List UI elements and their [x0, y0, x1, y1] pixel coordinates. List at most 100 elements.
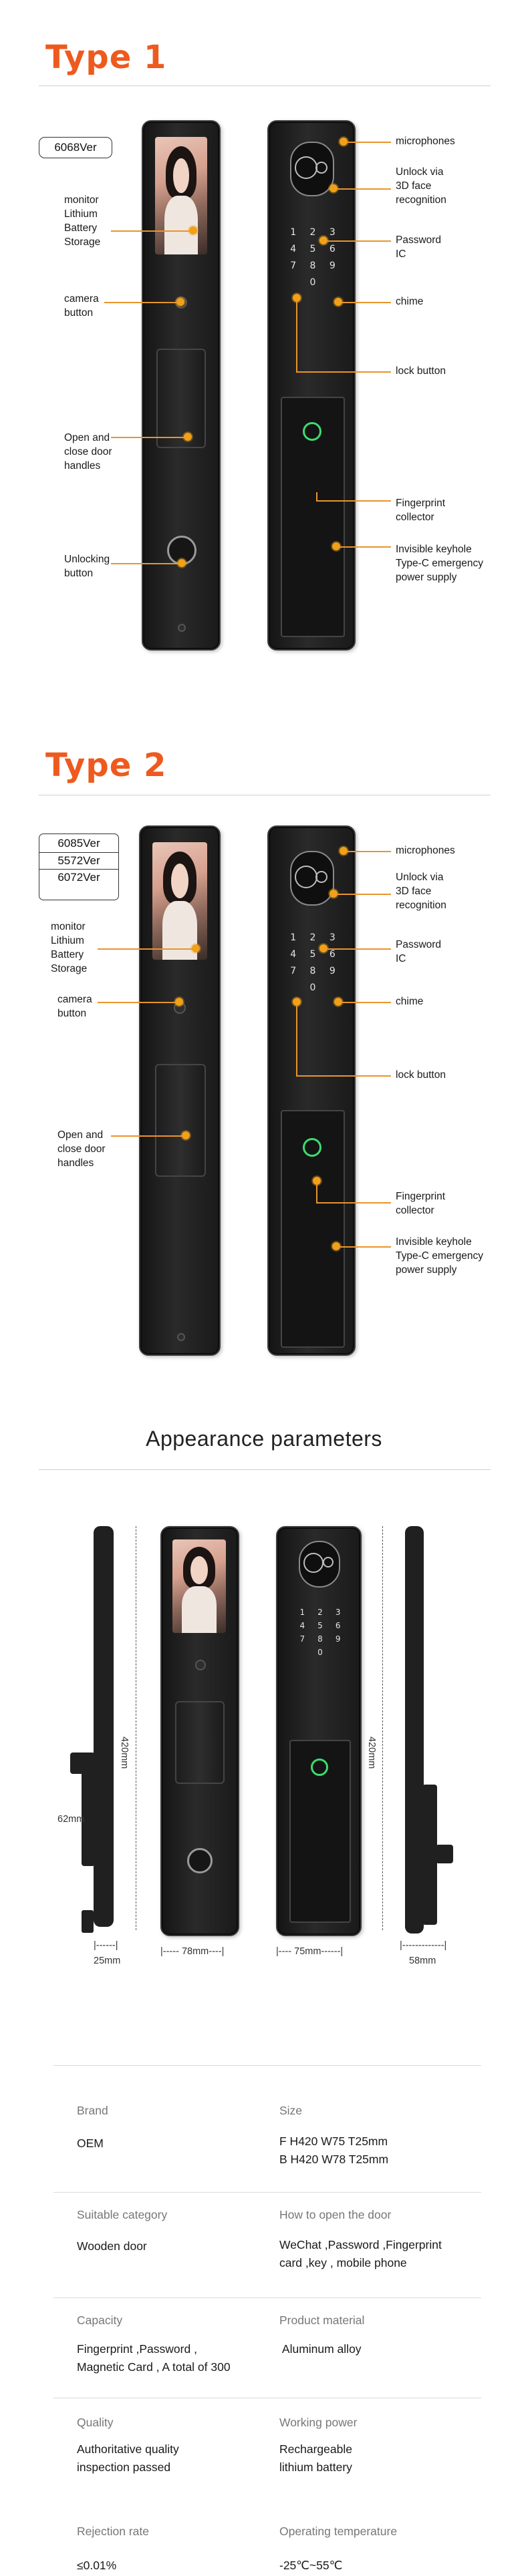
callout-dot [313, 1177, 321, 1185]
spec-head-brand: Brand [77, 2104, 108, 2117]
fingerprint-window [289, 1740, 351, 1923]
callout-dot [189, 226, 197, 234]
divider [39, 85, 491, 86]
callout-dot [293, 294, 301, 302]
callout-dot [176, 298, 184, 306]
dim-58mm: 58mm [409, 1956, 436, 1966]
label-keyhole: Invisible keyhole Type-C emergency power… [396, 544, 483, 583]
label-password-ic: Password IC [396, 234, 442, 260]
label-face-recognition: Unlock via 3D face recognition [396, 872, 446, 911]
label-microphones: microphones [396, 136, 455, 147]
divider [39, 1469, 491, 1470]
label-microphones: microphones [396, 845, 455, 856]
spec-head-category: Suitable category [77, 2208, 168, 2221]
spec-head-rejection: Rejection rate [77, 2525, 149, 2538]
callout-dot [340, 138, 348, 146]
spec-head-open-method: How to open the door [279, 2208, 392, 2221]
label-camera-button: camera button [64, 293, 99, 319]
label-unlocking-button: Unlocking button [64, 554, 110, 579]
side-view-front [94, 1526, 114, 1927]
spec-head-capacity: Capacity [77, 2314, 123, 2327]
appearance-title: Appearance parameters [146, 1427, 382, 1451]
side-handle-back [422, 1785, 437, 1925]
type2-title: Type 2 [45, 747, 167, 784]
bottom-hole [178, 624, 186, 632]
spec-val-category: Wooden door [77, 2239, 147, 2253]
spec-head-material: Product material [279, 2314, 365, 2327]
front-lock-type2 [139, 825, 221, 1356]
fingerprint-window [281, 397, 345, 637]
callout-dot [334, 998, 342, 1006]
label-monitor: monitor Lithium Battery Storage [64, 194, 101, 248]
side-handle-tip [70, 1753, 86, 1774]
label-lock-button: lock button [396, 365, 446, 377]
label-lock-button: lock button [396, 1069, 446, 1081]
callout-dot [332, 1242, 340, 1250]
callout-dot [184, 433, 192, 441]
callout-dot [340, 847, 348, 855]
label-monitor: monitor Lithium Battery Storage [51, 921, 88, 974]
callout-dot [293, 998, 301, 1006]
spec-head-temperature: Operating temperature [279, 2525, 398, 2538]
bottom-hole [177, 1333, 185, 1341]
callout-dot [329, 184, 338, 192]
door-handle [156, 349, 206, 448]
type1-title: Type 1 [45, 39, 167, 76]
fingerprint-sensor [303, 422, 321, 441]
door-handle [155, 1064, 206, 1177]
spec-val-material: Aluminum alloy [279, 2342, 362, 2356]
spec-head-size: Size [279, 2104, 303, 2117]
table-row-divider [53, 2192, 481, 2193]
front-lock-dim [160, 1526, 239, 1936]
monitor-screen [152, 842, 207, 960]
callout-dot [319, 236, 327, 244]
label-keyhole: Invisible keyhole Type-C emergency power… [396, 1236, 483, 1276]
front-lock-type1 [142, 120, 221, 651]
door-handle [175, 1701, 225, 1784]
table-divider [53, 2065, 481, 2066]
label-camera-button: camera button [57, 994, 92, 1019]
label-password-ic: Password IC [396, 939, 442, 964]
callout-dot [175, 998, 183, 1006]
label-door-handles: Open and close door handles [57, 1129, 106, 1169]
side-view-back [405, 1526, 424, 1934]
spec-val-size: F H420 W75 T25mm B H420 W78 T25mm [279, 2135, 389, 2167]
dim-height-left: 420mm [119, 1736, 130, 1769]
monitor-screen [172, 1539, 226, 1633]
label-fingerprint-collector: Fingerprint collector [396, 1191, 446, 1216]
callout-dot [334, 298, 342, 306]
dim-75mm: |---- 75mm------| [276, 1946, 344, 1957]
label-door-handles: Open and close door handles [64, 432, 112, 472]
face-camera [290, 851, 334, 906]
dim-62mm: 62mm [57, 1814, 85, 1825]
spec-head-power: Working power [279, 2416, 358, 2429]
side-handle-back-tip [436, 1845, 453, 1863]
spec-val-open-method: WeChat ,Password ,Fingerprint card ,key … [279, 2238, 442, 2270]
label-face-recognition: Unlock via 3D face recognition [396, 166, 446, 206]
face-camera [299, 1541, 340, 1588]
label-chime: chime [396, 996, 424, 1007]
callout-dot [329, 890, 338, 898]
spec-val-temperature: -25℃~55℃ [279, 2559, 343, 2572]
spec-val-quality: Authoritative quality inspection passed [77, 2442, 179, 2474]
dim-78mm: |----- 78mm----| [160, 1946, 225, 1957]
spec-val-power: Rechargeable lithium battery [279, 2442, 352, 2474]
fingerprint-window [281, 1110, 345, 1348]
side-knob [82, 1910, 94, 1933]
label-fingerprint-collector: Fingerprint collector [396, 498, 446, 523]
unlocking-knob [187, 1848, 213, 1873]
callout-dot [192, 944, 200, 952]
version-badge: 6068Ver [39, 137, 112, 158]
dim-bracket: |-------------| [400, 1940, 447, 1951]
callout-dot [178, 559, 186, 567]
unlocking-knob [167, 536, 196, 565]
callout-dot [182, 1131, 190, 1139]
spec-val-brand: OEM [77, 2137, 104, 2150]
version-badges: 6085Ver 5572Ver 6072Ver [39, 834, 119, 900]
monitor-screen [155, 137, 207, 254]
